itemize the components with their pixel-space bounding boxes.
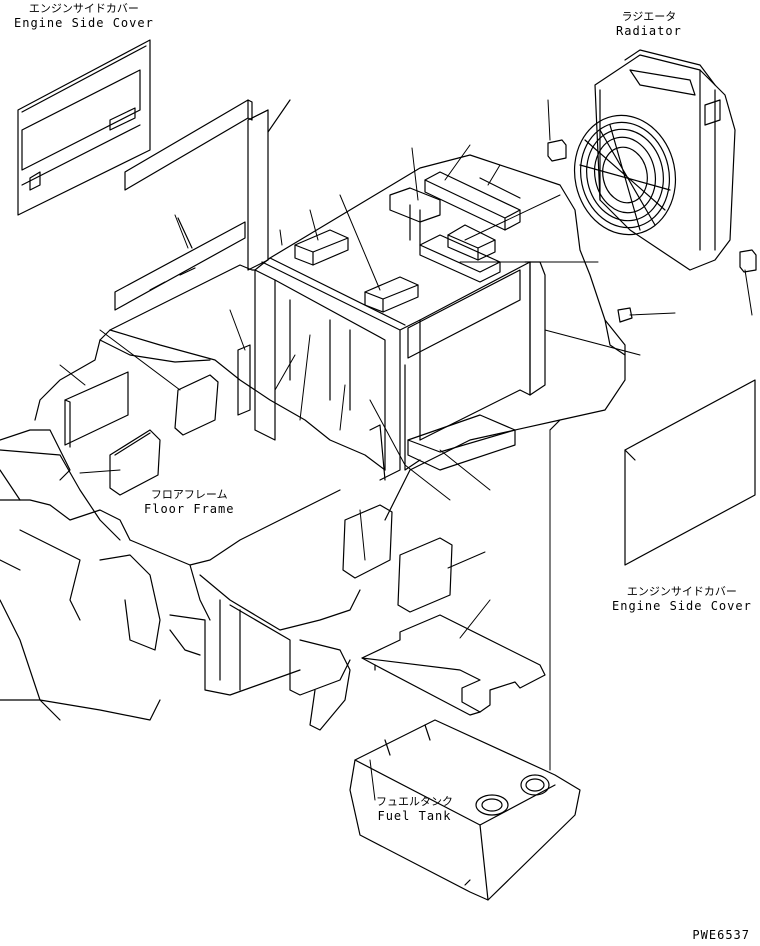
engine-side-cover-right-en: Engine Side Cover [612, 599, 752, 613]
engine-side-cover-right-label: エンジンサイドカバー Engine Side Cover [612, 585, 752, 613]
fuel-tank-jp: フュエルタンク [376, 795, 453, 808]
radiator-label: ラジエータ Radiator [616, 10, 682, 38]
drawing-number: PWE6537 [692, 928, 750, 942]
engine-side-cover-right-panel [624, 379, 756, 566]
bottom-pads [342, 504, 546, 716]
radiator-en: Radiator [616, 24, 682, 38]
fuel-tank-label: フュエルタンク Fuel Tank [376, 795, 453, 823]
engine-side-cover-top-jp: エンジンサイドカバー [28, 2, 139, 15]
floor-frame-en: Floor Frame [144, 502, 235, 516]
seal-blocks [547, 139, 757, 323]
side-pads-left [64, 371, 219, 496]
leader-lines [59, 99, 753, 801]
radiator-jp: ラジエータ [621, 10, 677, 23]
engine-side-cover-top-en: Engine Side Cover [14, 16, 154, 30]
radiator [573, 49, 736, 271]
insulation-pads-upper-left [114, 99, 291, 311]
floor-frame [0, 154, 626, 731]
engine-side-cover-left-panel [17, 39, 151, 216]
floor-frame-label: フロアフレーム Floor Frame [144, 488, 234, 516]
fuel-tank-en: Fuel Tank [377, 809, 452, 823]
floor-frame-jp: フロアフレーム [150, 488, 228, 501]
cab-walls [237, 257, 546, 481]
fuel-tank [349, 719, 581, 901]
engine-side-cover-top-label: エンジンサイドカバー Engine Side Cover [14, 2, 154, 30]
engine-side-cover-right-jp: エンジンサイドカバー [626, 585, 737, 598]
